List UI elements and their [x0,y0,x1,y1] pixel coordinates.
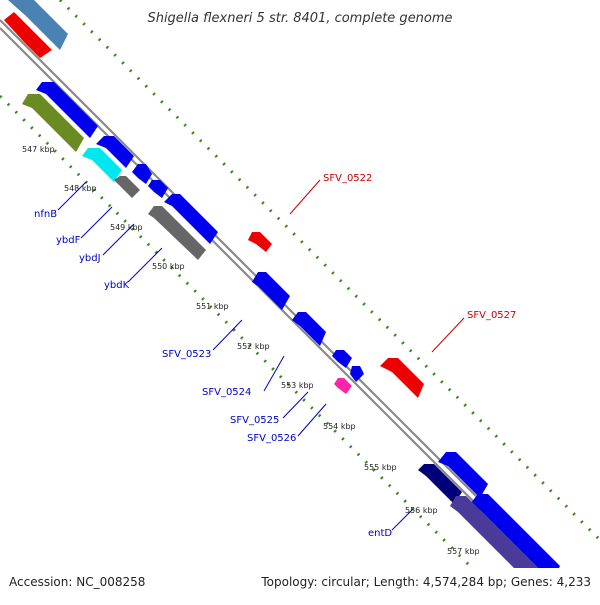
kbp-label: 552 kbp [237,342,270,351]
kbp-label: 555 kbp [364,463,397,472]
feature-pink-SFV_0526 [334,378,352,394]
feature-blue-ybdK [164,194,218,244]
kbp-label: 554 kbp [323,422,356,431]
feature-navy-entD [418,464,462,504]
gene-label-ybdK: ybdK [104,280,130,291]
gene-label-ybdJ: ybdJ [79,253,101,264]
feature-blue-SFV_0523 [252,272,290,310]
feature-SFV_0527 [380,358,424,398]
kbp-label: 551 kbp [196,302,229,311]
feature-olivegreen [22,94,84,152]
red-leader-lines [289,179,465,353]
kbp-label: 557 kbp [447,547,480,556]
feature-blue-SFV_0524 [292,312,326,346]
feature-blue-SFV_0525b [350,366,364,382]
gene-leader-lines [57,181,413,531]
gene-label-SFV_0524: SFV_0524 [202,387,251,398]
feature-blue-3 [148,180,168,198]
topology-text: Topology: circular; Length: 4,574,284 bp… [260,575,591,589]
accession-text: Accession: NC_008258 [9,575,145,589]
feature-blue-outer [438,452,488,498]
kbp-label: 548 kbp [64,184,97,193]
kbp-label: 547 kbp [22,145,55,154]
feature-SFV_0522 [248,232,272,252]
feature-grey-ybdK [148,206,206,260]
feature-blue-1 [36,82,98,138]
feature-blue-2 [96,136,134,168]
gene-label-nfnB: nfnB [34,209,57,220]
feature-blue-ybdF [132,164,152,184]
map-title: Shigella flexneri 5 str. 8401, complete … [147,11,452,26]
kbp-label: 550 kbp [152,262,185,271]
kbp-labels: 547 kbp 548 kbp 549 kbp 550 kbp 551 kbp … [22,145,480,556]
feature-red-top [4,12,52,58]
gene-label-SFV_0525: SFV_0525 [230,415,279,426]
gene-label-SFV_0527: SFV_0527 [467,310,516,321]
feature-blue-SFV_0525 [332,350,352,368]
gene-label-SFV_0523: SFV_0523 [162,349,211,360]
gene-label-ybdF: ybdF [56,235,81,246]
gene-label-SFV_0526: SFV_0526 [247,433,296,444]
gene-label-entD: entD [368,528,392,539]
feature-steelblue [8,0,68,50]
outer-tick-track [58,0,600,542]
kbp-label: 556 kbp [405,506,438,515]
kbp-label: 553 kbp [281,381,314,390]
feature-cyan-nfnB [82,148,122,182]
feature-grey-ybdJ [114,176,140,198]
feature-slate-entD [450,496,540,586]
gene-label-SFV_0522: SFV_0522 [323,173,372,184]
kbp-label: 549 kbp [110,223,143,232]
feature-blue-outer-2 [470,494,560,582]
footer-bar [0,568,600,600]
